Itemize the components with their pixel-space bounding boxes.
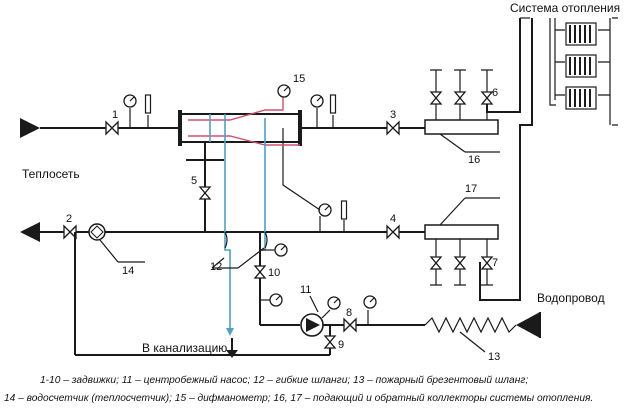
supply-collector-16: 6 16: [424, 69, 500, 166]
return-line: 2 14 4 Теплосеть: [20, 128, 425, 277]
valve-9-number: 9: [338, 339, 344, 351]
heating-boundary: [549, 18, 556, 106]
valve-10: [254, 265, 266, 279]
gauge-supply-1: [123, 94, 137, 108]
gauge-pump-suction: [269, 293, 283, 307]
gauge-water-supply: [363, 295, 377, 309]
thermometer-supply-2: [329, 94, 337, 114]
valve-8: [343, 318, 357, 332]
bypass-valve-5: 5: [186, 142, 224, 232]
radiator-supply-pipes: [554, 18, 565, 100]
valve-3-number: 3: [390, 109, 396, 121]
radiator-3: [565, 86, 597, 110]
valve-7-number: 7: [492, 257, 498, 269]
return-riser: [479, 18, 533, 301]
legend-caption: 1-10 – задвижки; 11 – центробежный насос…: [4, 374, 593, 404]
hoses-number: 12: [210, 261, 222, 273]
heating-system-label: Система отопления: [510, 1, 620, 15]
caption-line-1: 1-10 – задвижки; 11 – центробежный насос…: [40, 374, 528, 386]
valve-3: [386, 121, 400, 135]
heat-network-label: Теплосеть: [22, 167, 80, 181]
heat-meter-14: [88, 223, 106, 241]
collector-16-number: 16: [468, 154, 480, 166]
radiator-2: [565, 54, 597, 78]
differential-manometer: 15: [188, 73, 305, 336]
collector-16-valve-a: [430, 91, 442, 105]
valve-1: [105, 121, 119, 135]
return-outlet-arrow: [20, 222, 40, 242]
caption-line-2: 14 – водосчетчик (теплосчетчик); 15 – ди…: [4, 392, 593, 404]
water-supply-label: Водопровод: [537, 291, 605, 305]
gauge-pump-inlet: [274, 243, 288, 257]
diff-manometer-number: 15: [293, 73, 305, 85]
sewer-label: В канализацию: [142, 341, 227, 355]
thermometer-return: [340, 200, 348, 220]
valve-10-number: 10: [268, 267, 280, 279]
collector-16-valve-b: [454, 91, 466, 105]
supply-inlet-arrow: [20, 118, 40, 138]
gauge-supply-2: [310, 94, 324, 108]
sewer-outlet: В канализацию: [142, 338, 238, 358]
collector-17-valve-b: [454, 256, 466, 270]
valve-6-number: 6: [492, 87, 498, 99]
radiator-return-pipes: [598, 18, 611, 96]
heating-system-block: Система отопления: [479, 1, 620, 301]
collector-17-number: 17: [465, 183, 477, 195]
valve-9: [324, 335, 336, 349]
valve-8-number: 8: [346, 307, 352, 319]
fire-hose-13: 13 Водопровод: [424, 291, 605, 363]
heat-meter-number: 14: [122, 265, 134, 277]
valve-6: [481, 91, 493, 105]
radiator-1: [565, 22, 597, 46]
valve-5: [199, 186, 211, 200]
valve-4-number: 4: [390, 213, 396, 225]
valve-1-number: 1: [112, 109, 118, 121]
differential-manometer-15: [277, 84, 291, 98]
gauge-pump-discharge: [327, 296, 341, 310]
fire-hose-number: 13: [488, 351, 500, 363]
collector-17-valve-a: [430, 256, 442, 270]
thermometer-supply-1: [144, 94, 152, 114]
valve-5-number: 5: [191, 175, 197, 187]
pump-circuit: 10 11 8 9: [74, 232, 425, 356]
valve-2-number: 2: [66, 213, 72, 225]
return-collector-17: 7 17: [424, 183, 500, 286]
gauge-return: [318, 203, 332, 217]
valve-7: [481, 256, 493, 270]
water-supply-inlet-arrow: [516, 312, 540, 338]
pump-number: 11: [300, 284, 311, 296]
valve-4: [386, 225, 400, 239]
supply-line: 1 3: [20, 94, 425, 146]
